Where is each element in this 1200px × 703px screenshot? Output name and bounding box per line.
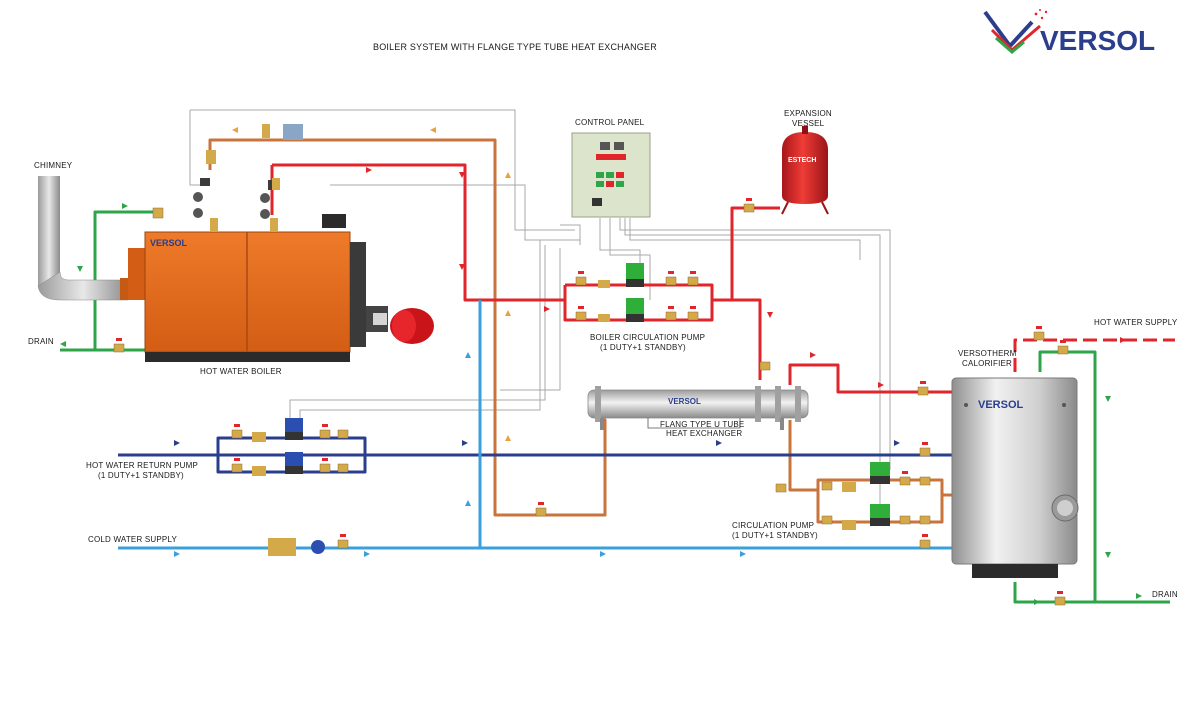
label-drain-right: DRAIN: [1152, 590, 1178, 599]
label-hx-2: HEAT EXCHANGER: [666, 429, 742, 438]
label-cold-water-supply: COLD WATER SUPPLY: [88, 535, 178, 544]
label-calorifier-2: CALORIFIER: [962, 359, 1012, 368]
label-control-panel: CONTROL PANEL: [575, 118, 645, 127]
heat-exchanger: VERSOL: [587, 386, 809, 430]
label-circ-pump-2: (1 DUTY+1 STANDBY): [732, 531, 818, 540]
flow-arrows: [60, 127, 1142, 605]
label-boiler-pump-2: (1 DUTY+1 STANDBY): [600, 343, 686, 352]
label-hx-1: FLANG TYPE U TUBE: [660, 420, 744, 429]
hx-brand: VERSOL: [668, 397, 701, 406]
hw-return-pumps: [252, 418, 303, 476]
logo-text: VERSOL: [1040, 25, 1155, 56]
boiler-circulation-pumps: [598, 263, 644, 322]
boiler-brand: VERSOL: [150, 238, 188, 248]
label-chimney: CHIMNEY: [34, 161, 73, 170]
circulation-pumps: [842, 462, 890, 530]
label-calorifier-1: VERSOTHERM: [958, 349, 1017, 358]
calorifier: VERSOL: [951, 377, 1079, 578]
cold-water-fittings: [268, 538, 325, 556]
label-drain-left: DRAIN: [28, 337, 54, 346]
label-expansion-1: EXPANSION: [784, 109, 832, 118]
label-hot-water-boiler: HOT WATER BOILER: [200, 367, 282, 376]
calorifier-brand: VERSOL: [978, 399, 1024, 411]
expansion-vessel: ESTECH: [781, 126, 829, 215]
label-hw-return-pump-1: HOT WATER RETURN PUMP: [86, 461, 198, 470]
diagram-title: BOILER SYSTEM WITH FLANGE TYPE TUBE HEAT…: [373, 42, 657, 52]
versol-logo: VERSOL: [983, 9, 1155, 56]
vessel-brand: ESTECH: [788, 157, 816, 164]
label-boiler-pump-1: BOILER CIRCULATION PUMP: [590, 333, 705, 342]
control-panel: [571, 132, 651, 218]
hot-water-boiler: VERSOL: [128, 214, 434, 362]
labels: CHIMNEY DRAIN HOT WATER BOILER CONTROL P…: [28, 109, 1178, 599]
label-hw-return-pump-2: (1 DUTY+1 STANDBY): [98, 471, 184, 480]
valves: [113, 198, 1069, 606]
boiler-fittings: [193, 124, 303, 232]
control-wiring: [189, 109, 891, 508]
label-hot-water-supply: HOT WATER SUPPLY: [1094, 318, 1178, 327]
chimney: [37, 176, 130, 301]
label-circ-pump-1: CIRCULATION PUMP: [732, 521, 814, 530]
label-expansion-2: VESSEL: [792, 119, 825, 128]
